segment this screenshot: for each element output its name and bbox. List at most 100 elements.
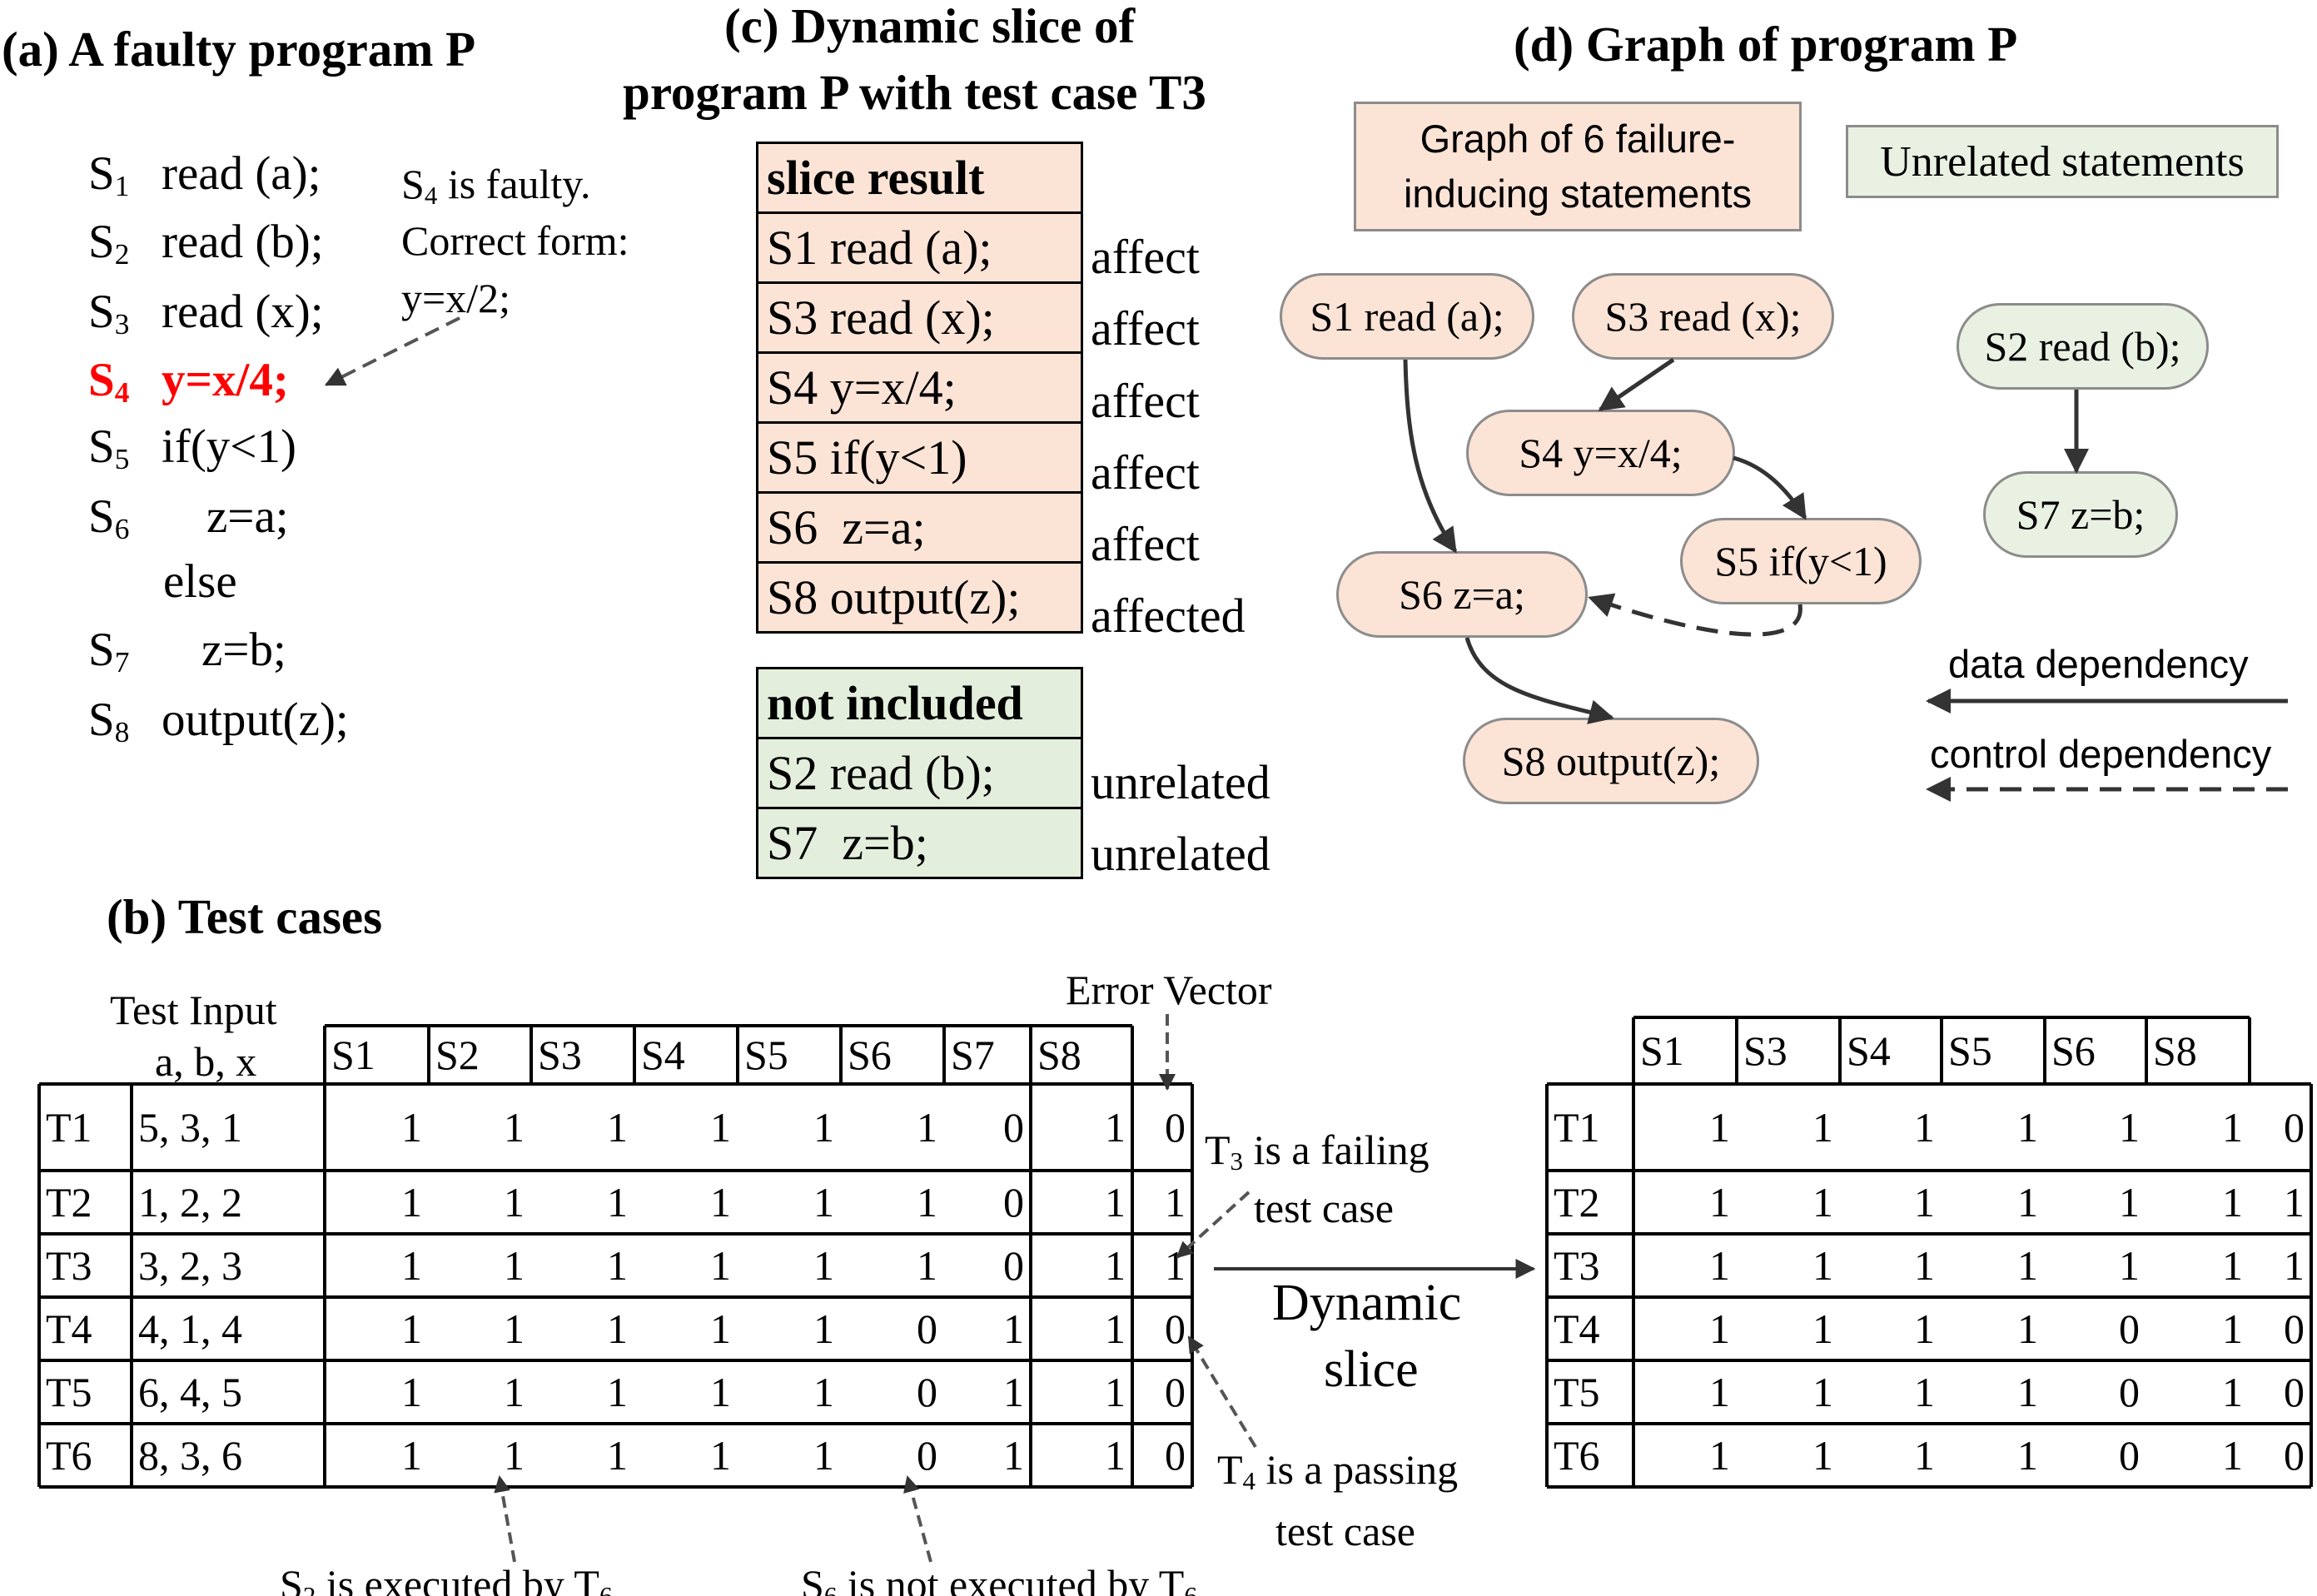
t3-note-test-sub: 3 [1230,1146,1244,1176]
sliced-matrix-coverage-cell: 1 [2017,1104,2038,1151]
excluded-relation: unrelated [1091,755,1270,809]
sliced-matrix-test-id: T3 [1554,1242,1600,1289]
s2-executed-note: S2 is executed by T6 [280,1564,612,1596]
sliced-matrix-coverage-cell: 1 [1812,1305,1833,1352]
code-line-text: if(y<1) [162,420,296,473]
code-line-label-sub: 5 [114,442,130,475]
test-matrix-coverage-cell: 1 [917,1242,937,1289]
test-matrix-coverage-cell: 1 [1105,1369,1126,1415]
sliced-matrix-error-cell: 0 [2284,1104,2305,1151]
sliced-matrix-coverage-cell: 1 [1914,1179,1935,1226]
t4-note-line2: test case [1275,1508,1415,1554]
test-matrix-coverage-cell: 1 [504,1242,525,1289]
test-matrix-coverage-cell: 1 [504,1179,525,1226]
edge-s1-s6 [1403,359,1458,554]
slice-header: slice result [756,142,1083,214]
test-matrix-col-header: S4 [641,1032,685,1078]
t3-note-line1: T3 is a failing [1205,1126,1429,1174]
code-line-text: z=a; [206,490,289,543]
t4-note-line1: T4 is a passing [1217,1449,1458,1494]
test-matrix-test-id: T3 [46,1242,92,1289]
code-line-label-sub: 8 [114,715,130,748]
test-matrix-coverage-cell: 0 [917,1305,937,1352]
node-s1: S1 read (a); [1280,273,1534,360]
sliced-matrix-coverage-cell: 1 [2017,1369,2038,1415]
test-matrix-coverage-cell: 1 [813,1305,834,1352]
test-matrix-error-cell: 0 [1165,1432,1186,1479]
legend-data-dependency: data dependency [1948,642,2249,686]
t3-note-text: is a failing [1243,1126,1429,1173]
test-matrix-test-input: 3, 2, 3 [138,1242,242,1289]
code-line-text: else [163,555,237,608]
test-matrix-col-header: S3 [538,1032,582,1078]
test-matrix-test-id: T5 [46,1369,92,1415]
slice-row: S6 z=a; [756,491,1083,564]
test-matrix-col-header: S1 [331,1032,375,1078]
test-matrix-test-input: 8, 3, 6 [138,1432,242,1479]
slice-row: S3 read (x); [756,281,1083,354]
test-matrix-coverage-cell: 1 [401,1369,422,1415]
edge-s3-s4 [1598,357,1675,412]
test-matrix-coverage-cell: 1 [607,1305,628,1352]
test-matrix-test-id: T4 [46,1305,92,1352]
node-s2: S2 read (b); [1957,303,2209,390]
legend-failure-line2: inducing statements [1403,172,1753,216]
s2-note-stmt: S [280,1561,303,1596]
slice-stmt: S8 output(z); [756,561,1083,634]
test-matrix-coverage-cell: 0 [1003,1179,1024,1226]
test-matrix-coverage-cell: 1 [710,1104,731,1151]
test-input-label-line2: a, b, x [155,1038,257,1085]
sliced-matrix-coverage-cell: 1 [2119,1179,2140,1226]
sliced-matrix-col-header: S8 [2153,1027,2197,1074]
sliced-matrix-coverage-cell: 1 [2222,1179,2243,1226]
sliced-matrix-error-cell: 1 [2284,1179,2305,1226]
fault-note-line2: Correct form: [401,217,629,264]
code-line-label: S [88,694,115,746]
test-matrix-coverage-cell: 1 [813,1432,834,1479]
test-matrix-test-id: T2 [46,1179,92,1226]
test-matrix-coverage-cell: 1 [813,1104,834,1151]
test-matrix-coverage-cell: 1 [401,1432,422,1479]
test-matrix-error-cell: 1 [1165,1179,1186,1226]
test-matrix-coverage-cell: 1 [401,1104,422,1151]
slice-stmt: S4 y=x/4; [756,351,1083,424]
sliced-matrix-coverage-cell: 0 [2119,1305,2140,1352]
sliced-matrix-coverage-cell: 1 [1914,1432,1935,1479]
fault-note-stmt-sub: 4 [424,180,438,210]
sliced-matrix-test-id: T2 [1554,1179,1600,1226]
slice-row: S5 if(y<1) [756,421,1083,494]
sliced-matrix-coverage-cell: 1 [2017,1432,2038,1479]
code-line-stmt-id: S1 [88,150,162,201]
code-line-text: z=b; [201,624,286,676]
slice-relation: affect [1091,374,1200,428]
test-matrix-error-cell: 0 [1165,1369,1186,1415]
node-s3: S3 read (x); [1572,273,1834,360]
sliced-matrix-coverage-cell: 1 [1709,1369,1730,1415]
test-matrix-coverage-cell: 1 [1003,1305,1024,1352]
slice-row: S4 y=x/4; [756,351,1083,424]
test-matrix-coverage-cell: 1 [1003,1432,1024,1479]
test-matrix-coverage-cell: 0 [1003,1242,1024,1289]
sliced-matrix-test-id: T6 [1554,1432,1600,1479]
s6-note-stmt-sub: 6 [823,1580,838,1596]
sliced-matrix-error-cell: 0 [2284,1305,2305,1352]
test-matrix-coverage-cell: 1 [607,1104,628,1151]
code-line-text: read (b); [162,216,324,268]
excluded-row: S7 z=b; [756,807,1083,879]
s6-note-stmt: S [801,1561,824,1596]
excluded-header: not included [756,667,1083,739]
sliced-matrix-coverage-cell: 1 [1812,1242,1833,1289]
code-line-label-sub: 2 [114,237,130,271]
sliced-matrix-coverage-cell: 1 [1812,1179,1833,1226]
sliced-matrix-coverage-cell: 1 [2222,1305,2243,1352]
test-matrix-coverage-cell: 1 [504,1432,525,1479]
code-line-text: read (x); [162,286,324,338]
test-input-label-line1: Test Input [110,987,277,1033]
test-matrix-coverage-cell: 0 [917,1432,937,1479]
